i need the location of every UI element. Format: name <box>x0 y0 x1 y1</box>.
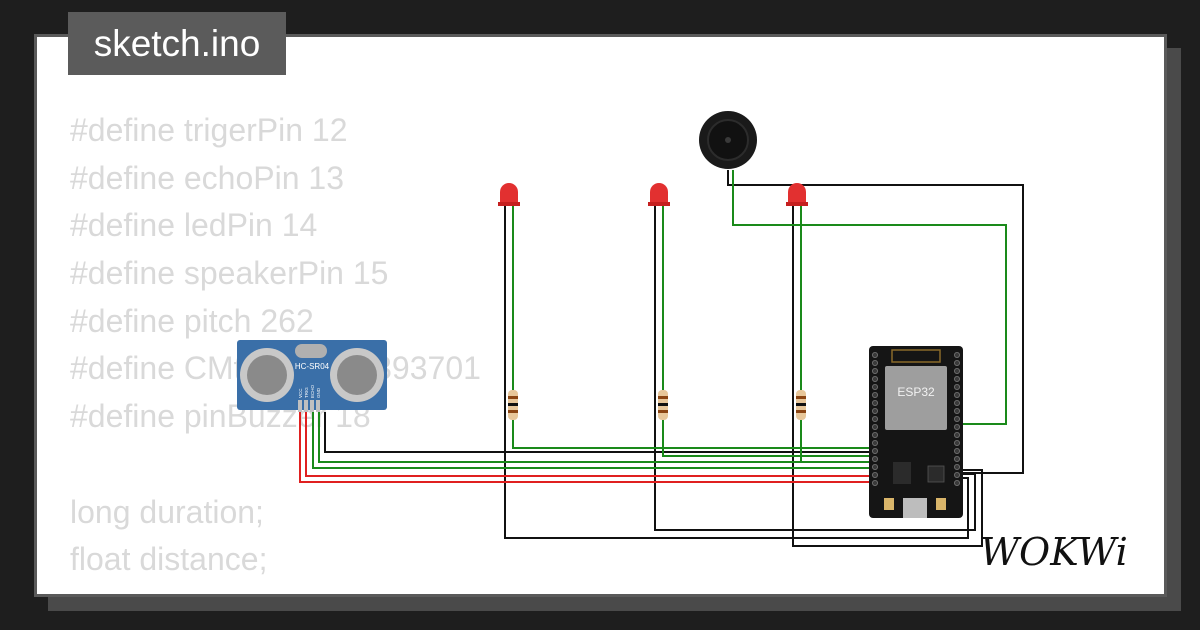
right-pin-header <box>954 351 961 486</box>
code-line: float distanceInch; <box>70 584 481 594</box>
code-line: #define echoPin 13 <box>70 159 344 196</box>
buzzer[interactable] <box>699 111 757 169</box>
code-line: long duration; <box>70 493 264 530</box>
sensor-pin-label: VCC <box>298 388 303 398</box>
resistor-2[interactable] <box>658 390 668 420</box>
esp32-board[interactable]: ESP32 <box>869 346 963 518</box>
resistor-3[interactable] <box>796 390 806 420</box>
sensor-label: HC-SR04 <box>295 362 330 371</box>
sensor-pin-label: GND <box>316 387 321 398</box>
board-label: ESP32 <box>897 385 935 399</box>
code-line: #define pitch 262 <box>70 302 314 339</box>
preview-card: #define trigerPin 12 #define echoPin 13 #d… <box>34 34 1167 597</box>
resistor-1[interactable] <box>508 390 518 420</box>
code-listing: #define trigerPin 12 #define echoPin 13 #d… <box>70 107 481 594</box>
sensor-pin-label: TRIG <box>304 387 309 398</box>
left-pin-header <box>872 351 879 486</box>
code-line: #define trigerPin 12 <box>70 112 348 148</box>
led-3[interactable] <box>786 183 808 206</box>
file-tab[interactable]: sketch.ino <box>68 12 286 75</box>
wokwi-logo: WOKWi <box>980 530 1128 574</box>
led-1[interactable] <box>498 183 520 206</box>
logo-text: WOKWi <box>980 530 1128 574</box>
code-line: #define ledPin 14 <box>70 207 318 244</box>
green-wires <box>312 170 1007 469</box>
code-line: float distance; <box>70 541 268 578</box>
black-wires <box>324 170 1024 547</box>
red-wires <box>299 412 872 483</box>
ultrasonic-sensor[interactable]: HC-SR04 VCC TRIG ECHO GND <box>237 340 387 412</box>
led-2[interactable] <box>648 183 670 206</box>
code-line: #define speakerPin 15 <box>70 255 389 292</box>
sensor-pin-label: ECHO <box>310 384 315 398</box>
